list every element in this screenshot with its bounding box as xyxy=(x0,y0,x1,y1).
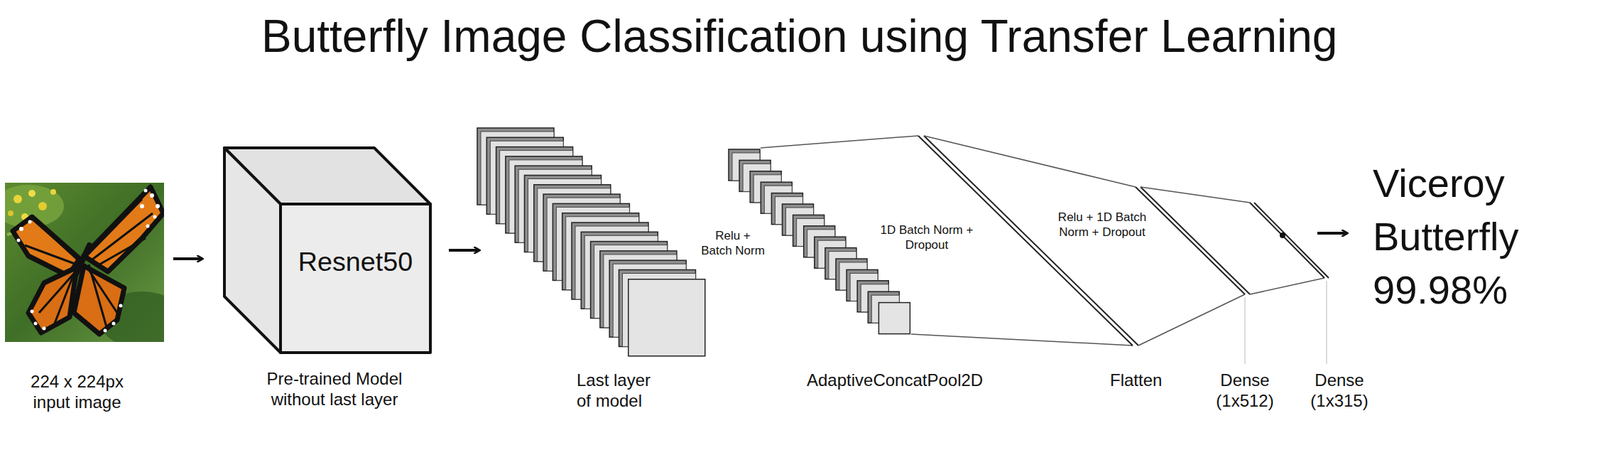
operation-note: Relu + Batch Norm xyxy=(698,228,767,258)
pool-caption: AdaptiveConcatPool2D xyxy=(806,369,983,390)
dense-caption: Dense (1x315) xyxy=(1303,369,1375,412)
flatten-caption: Flatten xyxy=(1109,369,1162,390)
dense-caption: Dense (1x512) xyxy=(1209,369,1281,412)
flow-arrow xyxy=(1317,231,1348,235)
model-cube xyxy=(224,147,431,353)
pooled-feature-stack xyxy=(728,149,910,334)
operation-note: 1D Batch Norm + Dropout xyxy=(877,222,976,253)
model-box: Resnet50 xyxy=(280,203,431,353)
layer-caption: Last layer of model xyxy=(576,369,664,412)
flow-arrow xyxy=(173,257,203,260)
prediction-result: Viceroy Butterfly 99.98% xyxy=(1372,156,1519,317)
flow-arrow xyxy=(448,248,480,252)
model-caption: Pre-trained Model without last layer xyxy=(249,367,420,410)
image-caption: 224 x 224px input image xyxy=(14,370,140,413)
operation-note: Relu + 1D Batch Norm + Dropout xyxy=(1053,210,1152,240)
butterfly-photo xyxy=(4,182,165,342)
diagram-title: Butterfly Image Classification using Tra… xyxy=(261,8,1338,64)
model-name: Resnet50 xyxy=(280,246,431,277)
dense-layers xyxy=(760,135,1329,364)
feature-map-stack xyxy=(477,127,706,356)
